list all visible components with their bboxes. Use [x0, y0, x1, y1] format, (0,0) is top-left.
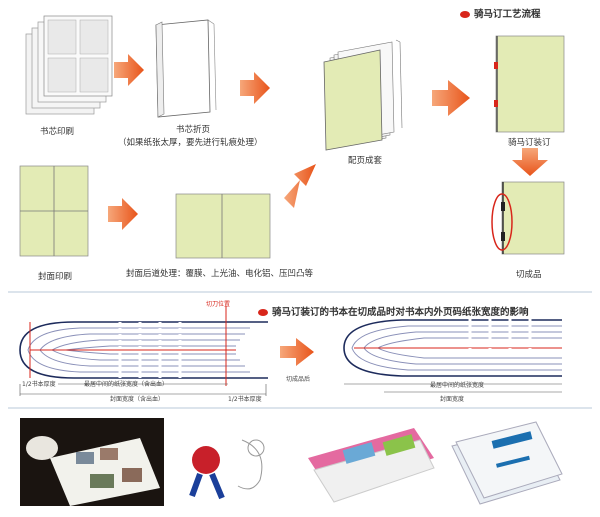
step-core-fold-label: 书芯折页 — [176, 125, 211, 135]
arrow-icon — [240, 72, 270, 104]
step-finished-label: 切成品 — [516, 270, 542, 280]
finished-book — [491, 181, 565, 255]
half-thickness-right-label: 1/2书本厚度 — [228, 396, 262, 403]
middle-paper-width-bleed-label: 最居中间的纸张宽度（含出血） — [84, 381, 169, 388]
cover-width-bleed-label: 封面宽度（含出血） — [110, 396, 165, 403]
step-core-fold-note: （如果纸张太厚，要先进行轧痕处理） — [118, 138, 263, 148]
collate-book — [323, 39, 403, 151]
step-core-print-label: 书芯印刷 — [40, 127, 75, 137]
arrow-icon — [114, 54, 144, 86]
effect-title: 骑马订装订的书本在切成品时对书本内外页码纸张宽度的影响 — [258, 304, 529, 318]
step-collate-label: 配页成套 — [348, 156, 383, 166]
signatures-before-cut — [19, 306, 268, 396]
step-saddle-stitch-label: 骑马订装订 — [508, 138, 551, 148]
arrow-icon — [280, 338, 314, 366]
process-title-text: 骑马订工艺流程 — [474, 9, 541, 20]
signatures-after-cut — [343, 318, 562, 393]
up-right-arrow-icon — [284, 164, 316, 208]
brochure-photo — [20, 418, 164, 506]
cover-post-sheet — [175, 193, 271, 259]
middle-paper-width-label: 最居中间的纸张宽度 — [430, 382, 485, 389]
report-booklets-photo — [446, 420, 566, 508]
core-fold-sheet — [155, 19, 217, 118]
arrow-icon — [432, 80, 470, 116]
cover-print-sheet — [19, 165, 89, 257]
arrow-icon — [108, 198, 138, 230]
cover-width-label: 封面宽度 — [440, 396, 465, 403]
cut-position-label: 切刀位置 — [206, 301, 231, 308]
red-dot-icon — [460, 11, 470, 18]
stacked-brochures-photo — [304, 418, 438, 508]
step-cover-print-label: 封面印刷 — [38, 272, 73, 282]
red-dot-icon — [258, 309, 268, 316]
saddle-stitch-book — [494, 35, 565, 133]
process-title: 骑马订工艺流程 — [460, 6, 541, 20]
down-arrow-icon — [512, 148, 548, 176]
core-print-sheets — [25, 15, 113, 115]
half-thickness-left-label: 1/2书本厚度 — [22, 381, 56, 388]
step-cover-post-label: 封面后道处理：覆膜、上光油、电化铝、压凹凸等 — [126, 269, 314, 279]
effect-title-text: 骑马订装订的书本在切成品时对书本内外页码纸张宽度的影响 — [272, 307, 529, 318]
spiderman-sketch-photo — [172, 420, 296, 504]
after-cut-label: 切成品后 — [286, 376, 311, 383]
